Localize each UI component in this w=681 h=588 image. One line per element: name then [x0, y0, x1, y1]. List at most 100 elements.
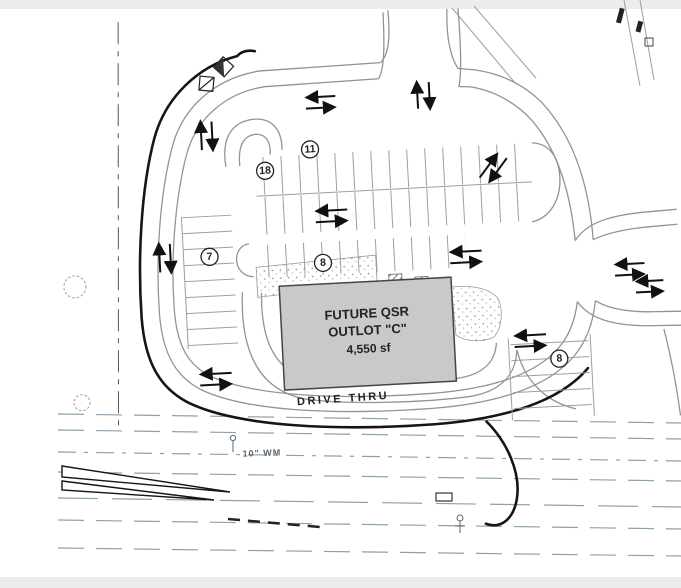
- tree-icon: [63, 275, 87, 299]
- count-circle: [300, 140, 320, 159]
- tree-icon: [73, 394, 91, 412]
- drive-thru-label: DRIVE THRU: [297, 390, 390, 408]
- sheet-margin-bottom: [0, 577, 681, 588]
- water-main-label: 10" WM: [242, 447, 281, 458]
- count-value: 8: [556, 352, 563, 364]
- building-label-line1: FUTURE QSR: [324, 303, 410, 322]
- road-lane-line: [57, 519, 681, 530]
- building-label-area: 4,550 sf: [346, 340, 392, 356]
- traffic-arrows: [152, 79, 665, 392]
- parking-stalls-east: [510, 336, 593, 419]
- parking-count-badge: 11: [300, 140, 320, 159]
- parking-stalls-top-row-a: [254, 142, 532, 196]
- flow-arrow-left: [304, 89, 336, 104]
- parking-stall-edge-lines: [507, 333, 595, 421]
- flow-arrow-right: [635, 284, 665, 299]
- flow-arrow-up: [152, 241, 167, 273]
- flow-arrow-right: [514, 338, 548, 353]
- drive-thru-lane-outer: [241, 292, 518, 404]
- flow-arrow-right: [315, 214, 349, 229]
- road-lane-line: [57, 471, 681, 482]
- curb-offsite-east: [663, 328, 681, 416]
- catch-basin: [435, 492, 453, 502]
- flow-arrow-down: [422, 82, 437, 112]
- entrance-feeder-line: [473, 5, 537, 79]
- road-lane-line: [57, 413, 681, 424]
- curb-island-hook: [224, 118, 283, 167]
- curb-island-end: [531, 142, 561, 223]
- flow-arrow-up: [194, 119, 209, 151]
- square-marker-diagonal: [198, 76, 215, 91]
- curb-entrance-throat: [576, 301, 681, 327]
- count-circle: [313, 253, 333, 273]
- flow-arrow-left: [448, 244, 482, 259]
- parking-stalls-west: [181, 214, 239, 350]
- flow-arrow-sw: [488, 157, 508, 184]
- parking-count-badge: 7: [200, 247, 219, 266]
- parking-count-badge: 18: [255, 161, 275, 180]
- entrance-feeder-line: [451, 7, 517, 85]
- building-label-line2: OUTLOT "C": [328, 321, 407, 340]
- site-plan-group: FUTURE QSR OUTLOT "C" 4,550 sf DRIVE THR…: [63, 8, 681, 527]
- road-lane-line: [57, 429, 681, 440]
- curb-inner: [457, 8, 576, 241]
- water-valve-icon: [229, 434, 237, 442]
- pavement-marking: [227, 517, 321, 529]
- flow-arrow-down: [205, 121, 220, 153]
- flow-arrow-ne: [478, 152, 499, 179]
- flow-arrow-right: [615, 267, 647, 282]
- flow-arrow-left: [634, 273, 664, 288]
- property-line-boundary: [138, 49, 590, 429]
- road-edge-line: [57, 547, 681, 557]
- flow-arrow-right: [450, 255, 484, 270]
- curb-entrance-flare: [595, 300, 681, 313]
- sidewalk-stipple: [451, 285, 502, 342]
- diamond-marker-fill: [213, 56, 225, 77]
- water-main: 10" WM: [229, 434, 465, 533]
- survey-mark-icon: [635, 20, 644, 33]
- count-circle: [550, 349, 569, 368]
- flow-arrow-left: [613, 256, 645, 271]
- curb-outer: [446, 9, 594, 240]
- utility-box-icon: [644, 37, 654, 47]
- property-line-west: [117, 22, 120, 431]
- median-island: [61, 480, 215, 501]
- count-value: 8: [320, 257, 327, 269]
- survey-symbols: [198, 55, 235, 92]
- parking-count-badge: 8: [313, 253, 333, 273]
- count-circle: [255, 161, 275, 180]
- curb-entrance-throat: [574, 208, 677, 242]
- offsite-line: [623, 0, 641, 87]
- flow-arrow-left: [513, 328, 547, 343]
- flow-arrow-up: [410, 79, 425, 109]
- square-marker-icon: [198, 75, 215, 92]
- parking-rows: [180, 142, 595, 421]
- sheet-margin-top: [0, 0, 681, 9]
- curb-island: [235, 243, 254, 278]
- flow-arrow-down: [163, 243, 178, 275]
- flow-arrow-left: [198, 366, 232, 381]
- property-line-hook: [484, 420, 519, 527]
- road-lane-line: [57, 497, 681, 508]
- road-right-of-way: 10" WM: [57, 413, 681, 557]
- offsite-marks-top-right: [451, 0, 655, 87]
- survey-mark-icon: [615, 7, 625, 24]
- curb-entrance-throat: [377, 12, 385, 80]
- parking-aisle-line: [256, 181, 533, 197]
- count-value: 11: [304, 143, 316, 156]
- flow-arrow-right: [200, 377, 234, 392]
- parking-count-badge: 8: [550, 349, 569, 368]
- parking-stall-back-line: [180, 217, 189, 350]
- count-value: 7: [206, 251, 213, 263]
- curb-entrance-flare: [592, 223, 678, 241]
- hydrant-stem: [455, 521, 465, 533]
- flow-arrow-right: [305, 100, 337, 115]
- building-footprint: [278, 276, 458, 391]
- offsite-line: [639, 0, 655, 81]
- median-island: [61, 465, 231, 493]
- hydrant-icon: [456, 514, 464, 522]
- curb-island-hook: [238, 133, 271, 167]
- count-value: 18: [259, 164, 271, 177]
- road-centerline: [57, 451, 681, 462]
